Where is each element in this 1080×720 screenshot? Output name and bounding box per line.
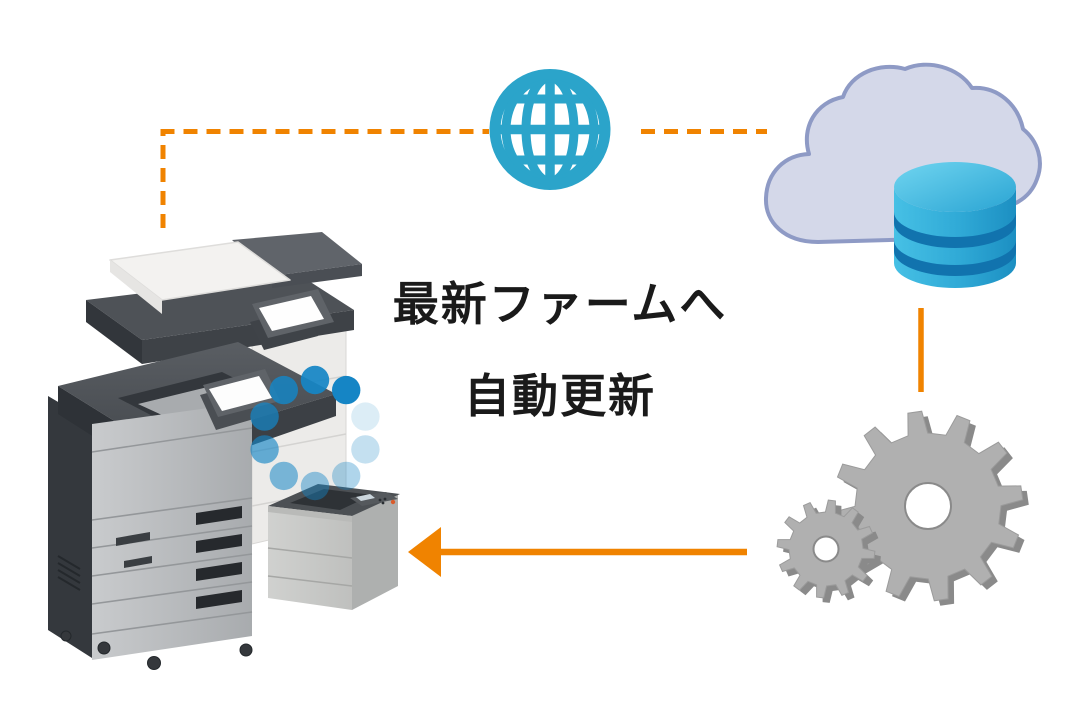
database-icon <box>894 162 1016 288</box>
printer-to-cloud-dashed-connector <box>160 129 767 228</box>
caption-line-1: 最新ファームへ <box>392 278 728 330</box>
globe-icon <box>489 69 611 190</box>
caption: 最新ファームへ 自動更新 <box>350 258 770 442</box>
desktop-printer-icon <box>267 484 400 610</box>
mfp-printer-front-icon <box>48 342 336 670</box>
update-progress-spinner-icon <box>250 365 380 501</box>
gears-icon <box>776 410 1029 606</box>
caption-line-2: 自動更新 <box>464 370 656 422</box>
gears-to-printer-arrow <box>408 527 747 577</box>
